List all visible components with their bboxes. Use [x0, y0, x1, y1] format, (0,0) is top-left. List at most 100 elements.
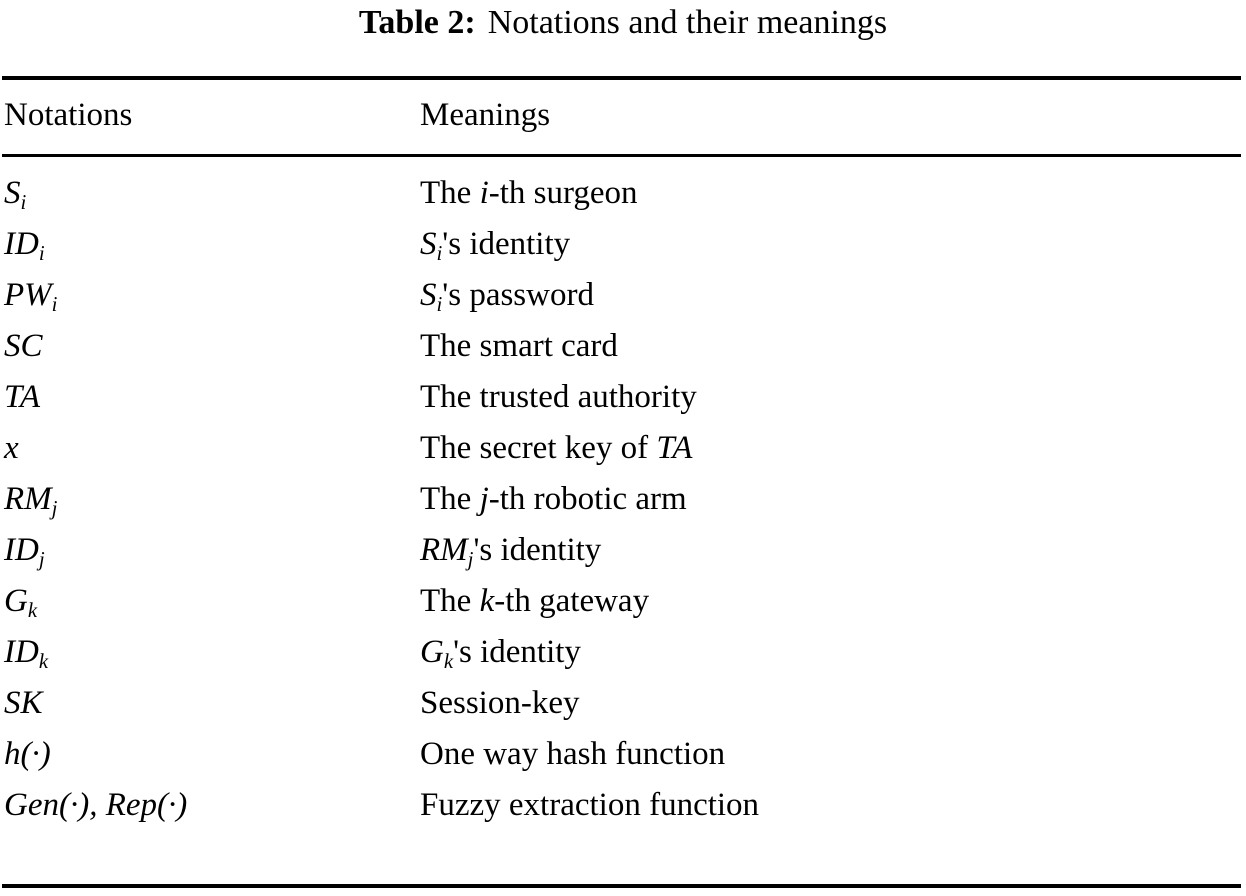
- meaning-text: 's identity: [453, 634, 581, 670]
- table-row: x The secret key of TA: [0, 423, 1246, 474]
- notation-base: Gen(·), Rep(·): [4, 787, 188, 823]
- cell-notation: SC: [4, 321, 414, 372]
- cell-meaning: The j-th robotic arm: [420, 474, 1240, 525]
- inline-math: G: [420, 634, 444, 670]
- meaning-text: robotic arm: [525, 481, 687, 517]
- table-caption: Table 2: Notations and their meanings: [0, 2, 1246, 44]
- notation-base: x: [4, 430, 19, 466]
- cell-meaning: Fuzzy extraction function: [420, 780, 1240, 831]
- cell-notation: RMj: [4, 474, 414, 525]
- meaning-text: The: [420, 175, 480, 211]
- meaning-text: surgeon: [525, 175, 638, 211]
- cell-notation: IDi: [4, 219, 414, 270]
- meaning-text: The: [420, 583, 480, 619]
- table-header-row: Notations Meanings: [0, 90, 1246, 141]
- table-row: h(·) One way hash function: [0, 729, 1246, 780]
- meaning-text: The: [420, 481, 480, 517]
- inline-math-subscript: k: [443, 650, 454, 674]
- inline-math: S: [420, 226, 437, 262]
- table-row: TA The trusted authority: [0, 372, 1246, 423]
- index-variable: k: [479, 583, 495, 619]
- table-bottom-rule: [2, 884, 1241, 888]
- meaning-text: One way hash function: [420, 736, 726, 772]
- inline-math: TA: [656, 430, 693, 466]
- notation-base: TA: [4, 379, 41, 415]
- table-top-rule: [2, 76, 1241, 80]
- index-variable: i: [479, 175, 489, 211]
- inline-math-subscript: i: [436, 293, 443, 317]
- meaning-text: -th: [488, 175, 526, 211]
- cell-meaning: The k-th gateway: [420, 576, 1240, 627]
- notation-base: SC: [4, 328, 43, 364]
- cell-notation: Gen(·), Rep(·): [4, 780, 414, 831]
- notation-base: S: [4, 175, 21, 211]
- cell-notation: h(·): [4, 729, 414, 780]
- inline-math: S: [420, 277, 437, 313]
- meaning-text: The smart card: [420, 328, 618, 364]
- notation-base: ID: [4, 532, 39, 568]
- notation-subscript: i: [38, 242, 45, 266]
- notation-base: PW: [4, 277, 52, 313]
- column-header-notations: Notations: [4, 97, 133, 133]
- caption-text: Notations and their meanings: [487, 4, 888, 41]
- notation-base: G: [4, 583, 28, 619]
- cell-notation: IDk: [4, 627, 414, 678]
- cell-meaning: Session-key: [420, 678, 1240, 729]
- cell-notation: Gk: [4, 576, 414, 627]
- notation-subscript: j: [51, 497, 58, 521]
- notation-subscript: k: [27, 599, 38, 623]
- meaning-text: -th: [488, 481, 526, 517]
- meaning-text: -th: [494, 583, 531, 619]
- notation-subscript: i: [20, 191, 27, 215]
- inline-math-subscript: j: [467, 548, 474, 572]
- meaning-text: 's identity: [442, 226, 571, 262]
- notation-base: SK: [4, 685, 43, 721]
- column-header-meanings: Meanings: [420, 97, 551, 133]
- caption-label: Table 2:: [358, 4, 476, 41]
- notation-base: ID: [4, 226, 39, 262]
- cell-meaning: Gk's identity: [420, 627, 1240, 678]
- meaning-text: 's password: [442, 277, 594, 313]
- meaning-text: The trusted authority: [420, 379, 697, 415]
- cell-meaning: The i-th surgeon: [420, 168, 1240, 219]
- cell-notation: SK: [4, 678, 414, 729]
- table-header-rule: [2, 154, 1241, 157]
- cell-notation: IDj: [4, 525, 414, 576]
- table-row: SC The smart card: [0, 321, 1246, 372]
- notation-base: ID: [4, 634, 39, 670]
- notation-subscript: k: [38, 650, 49, 674]
- table-row: Gen(·), Rep(·) Fuzzy extraction function: [0, 780, 1246, 831]
- notation-subscript: i: [51, 293, 58, 317]
- inline-math-subscript: i: [436, 242, 443, 266]
- cell-meaning: Si's identity: [420, 219, 1240, 270]
- cell-notation: Si: [4, 168, 414, 219]
- meaning-text: 's identity: [473, 532, 602, 568]
- meaning-text: gateway: [530, 583, 650, 619]
- cell-notation: TA: [4, 372, 414, 423]
- meaning-text: The secret key of: [420, 430, 657, 466]
- cell-notation: PWi: [4, 270, 414, 321]
- meaning-text: Session-key: [420, 685, 580, 721]
- cell-meaning: The secret key of TA: [420, 423, 1240, 474]
- table-row: SK Session-key: [0, 678, 1246, 729]
- inline-math: RM: [420, 532, 468, 568]
- notation-base: RM: [4, 481, 52, 517]
- cell-meaning: The trusted authority: [420, 372, 1240, 423]
- cell-notation: x: [4, 423, 414, 474]
- cell-meaning: The smart card: [420, 321, 1240, 372]
- index-variable: j: [479, 481, 489, 517]
- notation-base: h(·): [4, 736, 51, 772]
- cell-meaning: RMj's identity: [420, 525, 1240, 576]
- cell-meaning: Si's password: [420, 270, 1240, 321]
- notation-subscript: j: [38, 548, 45, 572]
- cell-meaning: One way hash function: [420, 729, 1240, 780]
